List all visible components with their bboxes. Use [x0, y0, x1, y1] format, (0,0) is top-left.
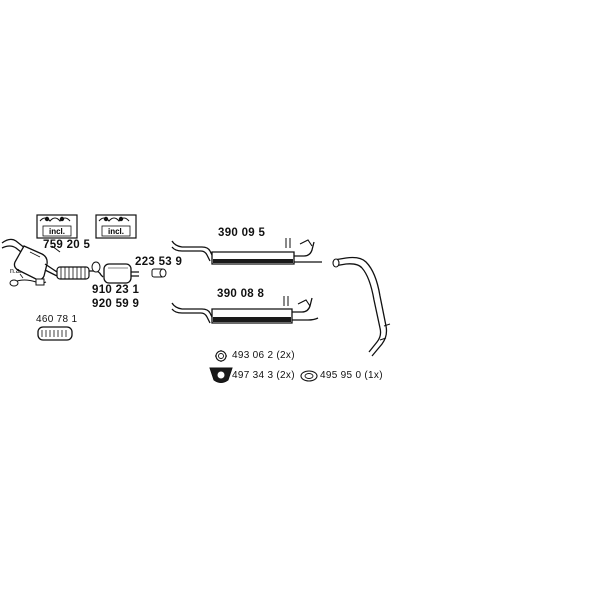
part-number-497343: 497 34 3 (2x)	[232, 370, 295, 381]
part-number-390088: 390 08 8	[217, 288, 265, 300]
incl-label: incl.	[49, 227, 65, 236]
o-ring-icon	[300, 370, 318, 382]
part-number-223539: 223 53 9	[135, 256, 183, 268]
part-number-759205: 759 20 5	[43, 239, 91, 251]
rubber-hanger-icon	[37, 326, 73, 341]
rear-muffler-2	[171, 296, 319, 324]
clamp-icon	[151, 268, 167, 278]
hardware-kit-icon: incl.	[95, 214, 137, 239]
clamp-ring-icon	[215, 350, 227, 362]
part-number-910231: 910 23 1	[92, 284, 140, 296]
rear-muffler-1	[171, 238, 322, 265]
part-number-920599: 920 59 9	[92, 298, 140, 310]
hardware-kit-icon: incl.	[36, 214, 78, 239]
tail-pipe	[332, 256, 391, 357]
rubber-mount-icon	[209, 367, 233, 383]
part-number-493062: 493 06 2 (2x)	[232, 350, 295, 361]
front-pipe-section	[89, 261, 139, 284]
oxygen-sensor: n.a.	[9, 268, 47, 287]
na-label: n.a.	[10, 268, 22, 275]
incl-label: incl.	[108, 227, 124, 236]
part-number-390095: 390 09 5	[218, 227, 266, 239]
flex-pipe	[56, 266, 90, 280]
part-number-460781: 460 78 1	[36, 314, 78, 325]
part-number-495950: 495 95 0 (1x)	[320, 370, 383, 381]
